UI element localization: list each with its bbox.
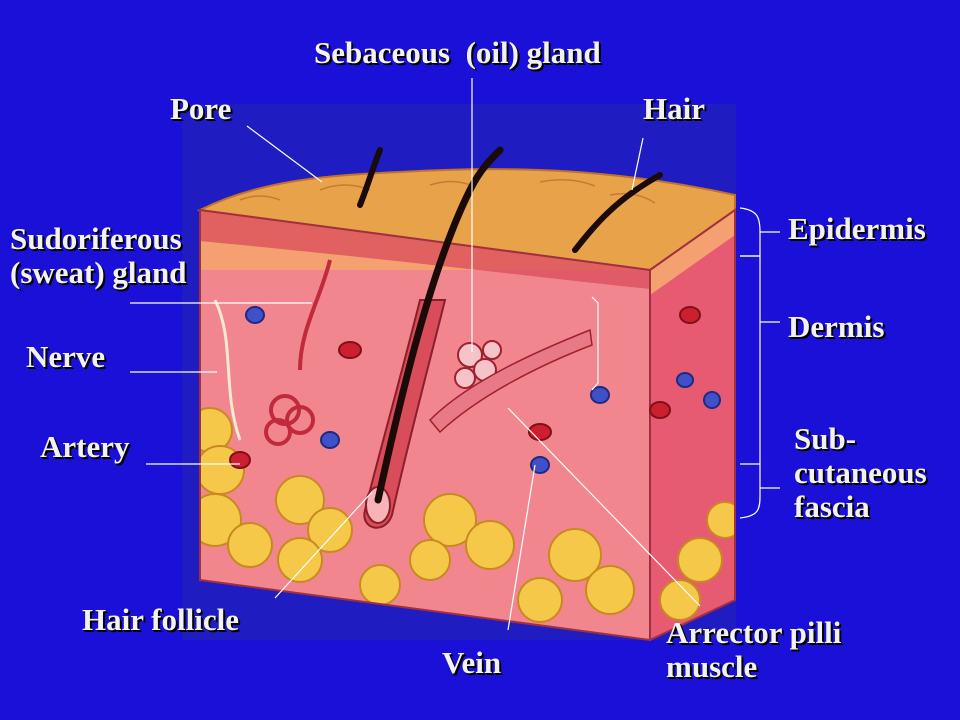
label-sudoriferous-line1: Sudoriferous [10,221,182,256]
leader-hair-follicle [274,491,373,599]
nerve-shape [213,299,242,441]
label-arrector-pili: Arrector pilli muscle [666,616,841,684]
arrector-pili-shape [428,328,593,434]
leader-vein [507,464,536,631]
sweat-gland-shape [264,259,332,446]
hair-shafts [357,146,663,504]
bracket-dermis-subcutaneous [739,255,761,519]
label-pore: Pore [170,91,232,126]
leader-pore [246,125,323,183]
label-hair: Hair [643,91,705,126]
label-subcutaneous-line3: fascia [794,489,870,524]
label-nerve: Nerve [26,339,106,374]
skin-surface [196,168,736,272]
label-sebaceous-gland: Sebaceous (oil) gland [314,35,601,70]
label-epidermis: Epidermis [788,211,926,246]
label-hair-follicle: Hair follicle [82,602,239,637]
bracket-epidermis [739,207,761,257]
bracket-sebaceous [591,296,599,391]
leader-arrector [507,407,701,607]
sebaceous-gland-shape [454,340,502,389]
subcutaneous-fat [200,407,635,623]
label-sudoriferous-gland: Sudoriferous (sweat) gland [10,222,187,290]
label-arrector-line2: muscle [666,649,758,684]
epidermis-layer [200,210,650,290]
label-sudoriferous-line2: (sweat) gland [10,255,187,290]
label-vein: Vein [442,645,502,680]
label-subcutaneous-line1: Sub- [794,421,857,456]
label-subcutaneous-line2: cutaneous [794,455,927,490]
label-subcutaneous-fascia: Sub- cutaneous fascia [794,422,927,524]
label-dermis: Dermis [788,309,885,344]
leader-lines [130,78,780,631]
blood-vessels [229,306,721,474]
leader-hair [631,137,644,191]
skin-block [196,146,736,642]
label-artery: Artery [40,429,130,464]
label-arrector-line1: Arrector pilli [666,615,842,650]
